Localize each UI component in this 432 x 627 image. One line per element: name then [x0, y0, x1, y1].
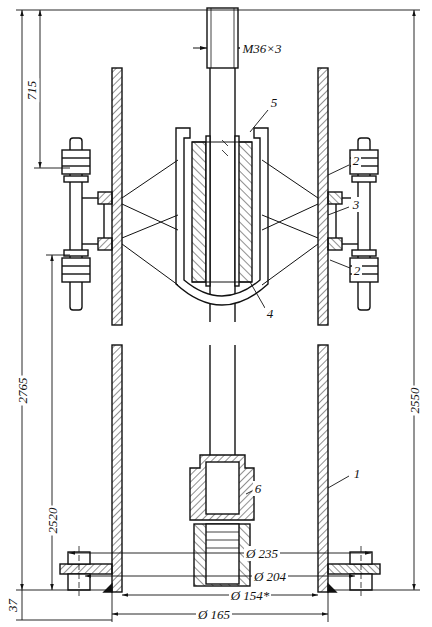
callout-number: 1 — [352, 466, 363, 481]
dimension-text: 2520 — [45, 505, 60, 535]
callout-number: 2 — [352, 263, 363, 278]
callout-number: 4 — [265, 306, 276, 321]
callout-number: 6 — [253, 481, 264, 496]
dimension-text: Ø 204 — [252, 569, 288, 584]
dimension-text: 715 — [25, 78, 40, 102]
callout-number: 5 — [269, 95, 280, 110]
dimension-text: 2550 — [407, 385, 422, 415]
callout-number: 2 — [351, 153, 362, 168]
dimension-text: Ø 154* — [229, 588, 272, 603]
dimension-text: Ø 235 — [244, 546, 280, 561]
dimension-text: Ø 165 — [196, 607, 232, 622]
dimension-text: 37 — [5, 597, 20, 614]
thread-size: M36×3 — [240, 41, 283, 56]
dimension-text: 2765 — [15, 375, 30, 405]
callout-number: 3 — [351, 197, 362, 212]
